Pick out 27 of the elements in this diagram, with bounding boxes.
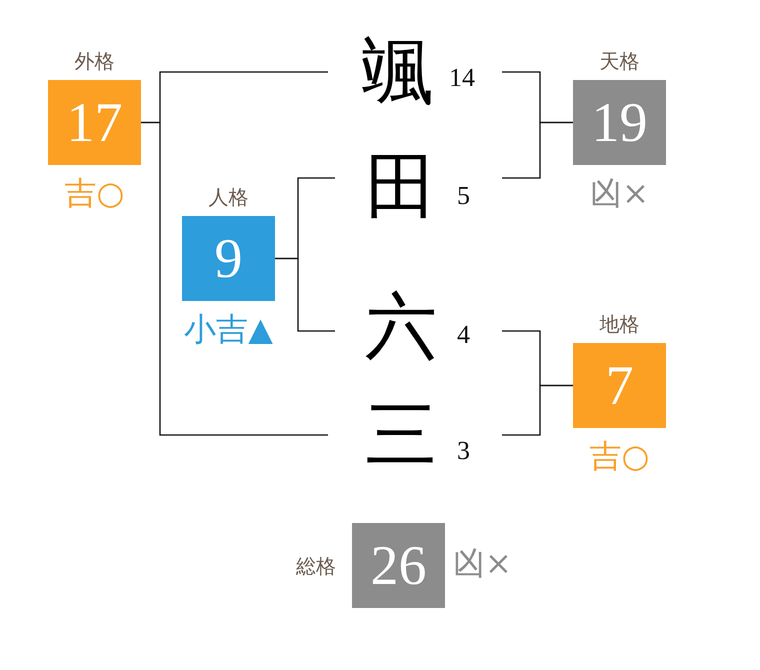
- category-label: 総格: [296, 556, 336, 576]
- stroke-count: 4: [457, 322, 470, 348]
- stroke-count: 14: [449, 65, 475, 91]
- name-character: 颯: [362, 35, 434, 107]
- connector-line: [141, 122, 328, 436]
- fortune-rating: 吉○: [590, 440, 650, 472]
- connector-line: [275, 258, 335, 332]
- category-label: 地格: [600, 314, 640, 334]
- fortune-rating: 凶×: [590, 177, 649, 209]
- name-character: 田: [365, 150, 437, 222]
- category-label: 人格: [208, 187, 248, 207]
- name-character: 三: [365, 398, 437, 470]
- connector-line: [502, 122, 573, 179]
- fortune-rating: 吉○: [64, 177, 124, 209]
- connector-line: [502, 384, 573, 436]
- score-number: 9: [214, 230, 242, 286]
- score-number: 26: [370, 538, 426, 594]
- score-number: 7: [606, 358, 634, 414]
- fortune-rating: 小吉▲: [184, 313, 273, 345]
- score-number: 17: [66, 94, 122, 150]
- category-label: 天格: [600, 51, 640, 71]
- fortune-rating: 凶×: [453, 546, 512, 578]
- category-label: 外格: [74, 51, 114, 71]
- stroke-count: 5: [457, 183, 470, 209]
- name-character: 六: [365, 290, 437, 362]
- stroke-count: 3: [457, 438, 470, 464]
- score-number: 19: [592, 94, 648, 150]
